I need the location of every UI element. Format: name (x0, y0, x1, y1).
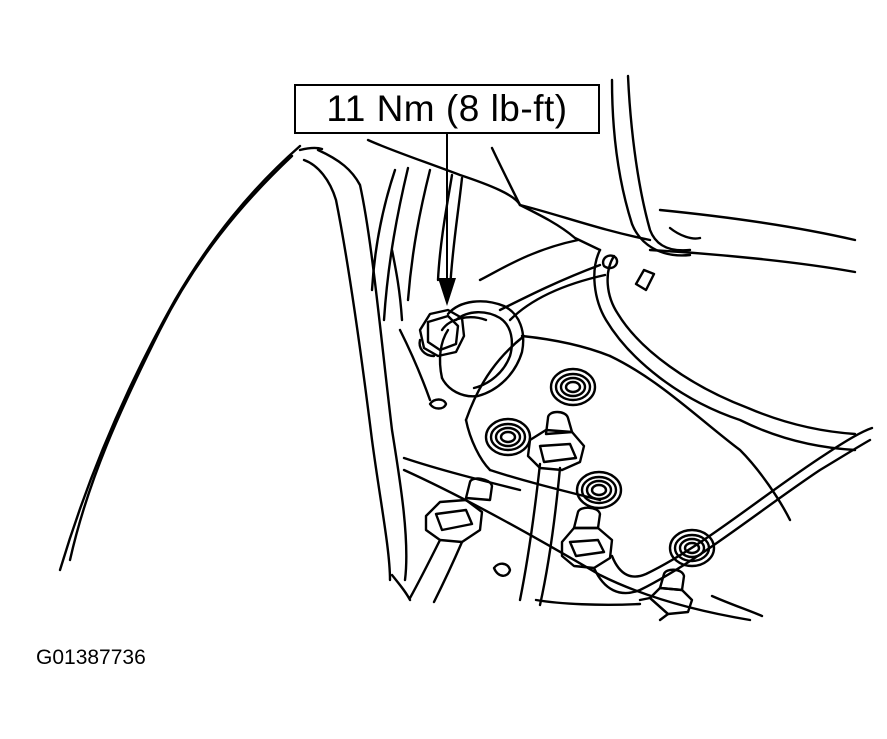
upper-housing-shelf (518, 203, 652, 242)
left-bracket-inner (302, 158, 392, 582)
right-plate-inner (606, 254, 857, 436)
fitting-center-nut-face (538, 442, 578, 464)
bolt-head (418, 308, 466, 358)
brake-line-left-a (408, 538, 442, 600)
brake-line-left-b (432, 540, 464, 604)
torque-callout-label: 11 Nm (8 lb-ft) (326, 88, 568, 129)
block-lower-edge (488, 468, 602, 502)
left-bracket-cap (298, 146, 324, 152)
brake-line-right-curve-a (592, 438, 872, 595)
fitting-right-nut (560, 526, 614, 570)
plate-slot (634, 268, 656, 292)
left-panel-outer-edge (58, 144, 302, 572)
sensor-body-outer (440, 300, 525, 398)
bolt-washer (418, 338, 436, 358)
callout-arrowhead (438, 278, 456, 306)
fitting-right-tip (572, 506, 602, 530)
fitting-left-nut (424, 498, 484, 544)
torque-callout: 11 Nm (8 lb-ft) (294, 84, 600, 134)
threaded-port-left (484, 417, 532, 457)
right-panel-lower (648, 248, 857, 274)
right-panel-outline (610, 78, 692, 257)
block-left-edge (464, 334, 526, 422)
recess-line-1 (370, 168, 397, 292)
threaded-port-center (575, 470, 623, 510)
lower-line-1 (390, 573, 412, 602)
block-bottom-plate (402, 456, 522, 492)
block-top-edge (520, 334, 612, 358)
brake-line-right-curve-b (610, 426, 874, 578)
fitting-far-right-body (648, 586, 694, 616)
fitting-right-nut-face (568, 538, 606, 558)
brake-line-center-a (518, 462, 542, 602)
block-right-edge (608, 354, 792, 522)
fitting-center-tip (544, 410, 574, 436)
recess-line-6 (390, 248, 404, 322)
right-panel-left-edge (626, 74, 692, 252)
diagonal-arm-inner (508, 273, 607, 322)
recess-line-3 (406, 168, 432, 302)
small-hole-left (428, 398, 448, 410)
sensor-face (438, 328, 450, 380)
block-small-bolt (492, 562, 512, 577)
left-bracket-outer (316, 148, 408, 582)
right-plate-outline (593, 248, 857, 452)
fitting-left-tip (464, 477, 494, 502)
fitting-center-nut (526, 428, 586, 472)
fitting-far-right-tip (658, 568, 686, 592)
bolt-head-face (426, 314, 460, 352)
right-panel-top (658, 208, 857, 242)
left-panel-edge-2 (68, 154, 294, 562)
brake-line-center-b (538, 466, 562, 607)
upper-housing-left (366, 138, 522, 207)
diagonal-arm-left (478, 238, 580, 282)
upper-housing-right (490, 146, 522, 207)
diagonal-arm-top (518, 203, 602, 252)
recess-line-5 (448, 176, 464, 292)
threaded-port-top-right (549, 367, 597, 407)
right-notch (668, 226, 702, 240)
recess-line-4 (436, 173, 454, 282)
threaded-port-right (668, 528, 716, 568)
lower-line-2 (710, 594, 764, 618)
fitting-left-nut-face (434, 508, 474, 532)
figure-id: G01387736 (36, 646, 146, 669)
recess-line-2 (382, 166, 410, 322)
block-front-edge (464, 418, 492, 472)
diagonal-arm-low (498, 263, 602, 312)
recess-line-7 (398, 328, 432, 402)
lower-line-3 (534, 598, 642, 606)
sensor-body-inner (454, 311, 514, 390)
plate-hole-upper (601, 254, 619, 270)
fitting-far-right-stub (638, 596, 670, 622)
block-floor-line (402, 468, 752, 622)
